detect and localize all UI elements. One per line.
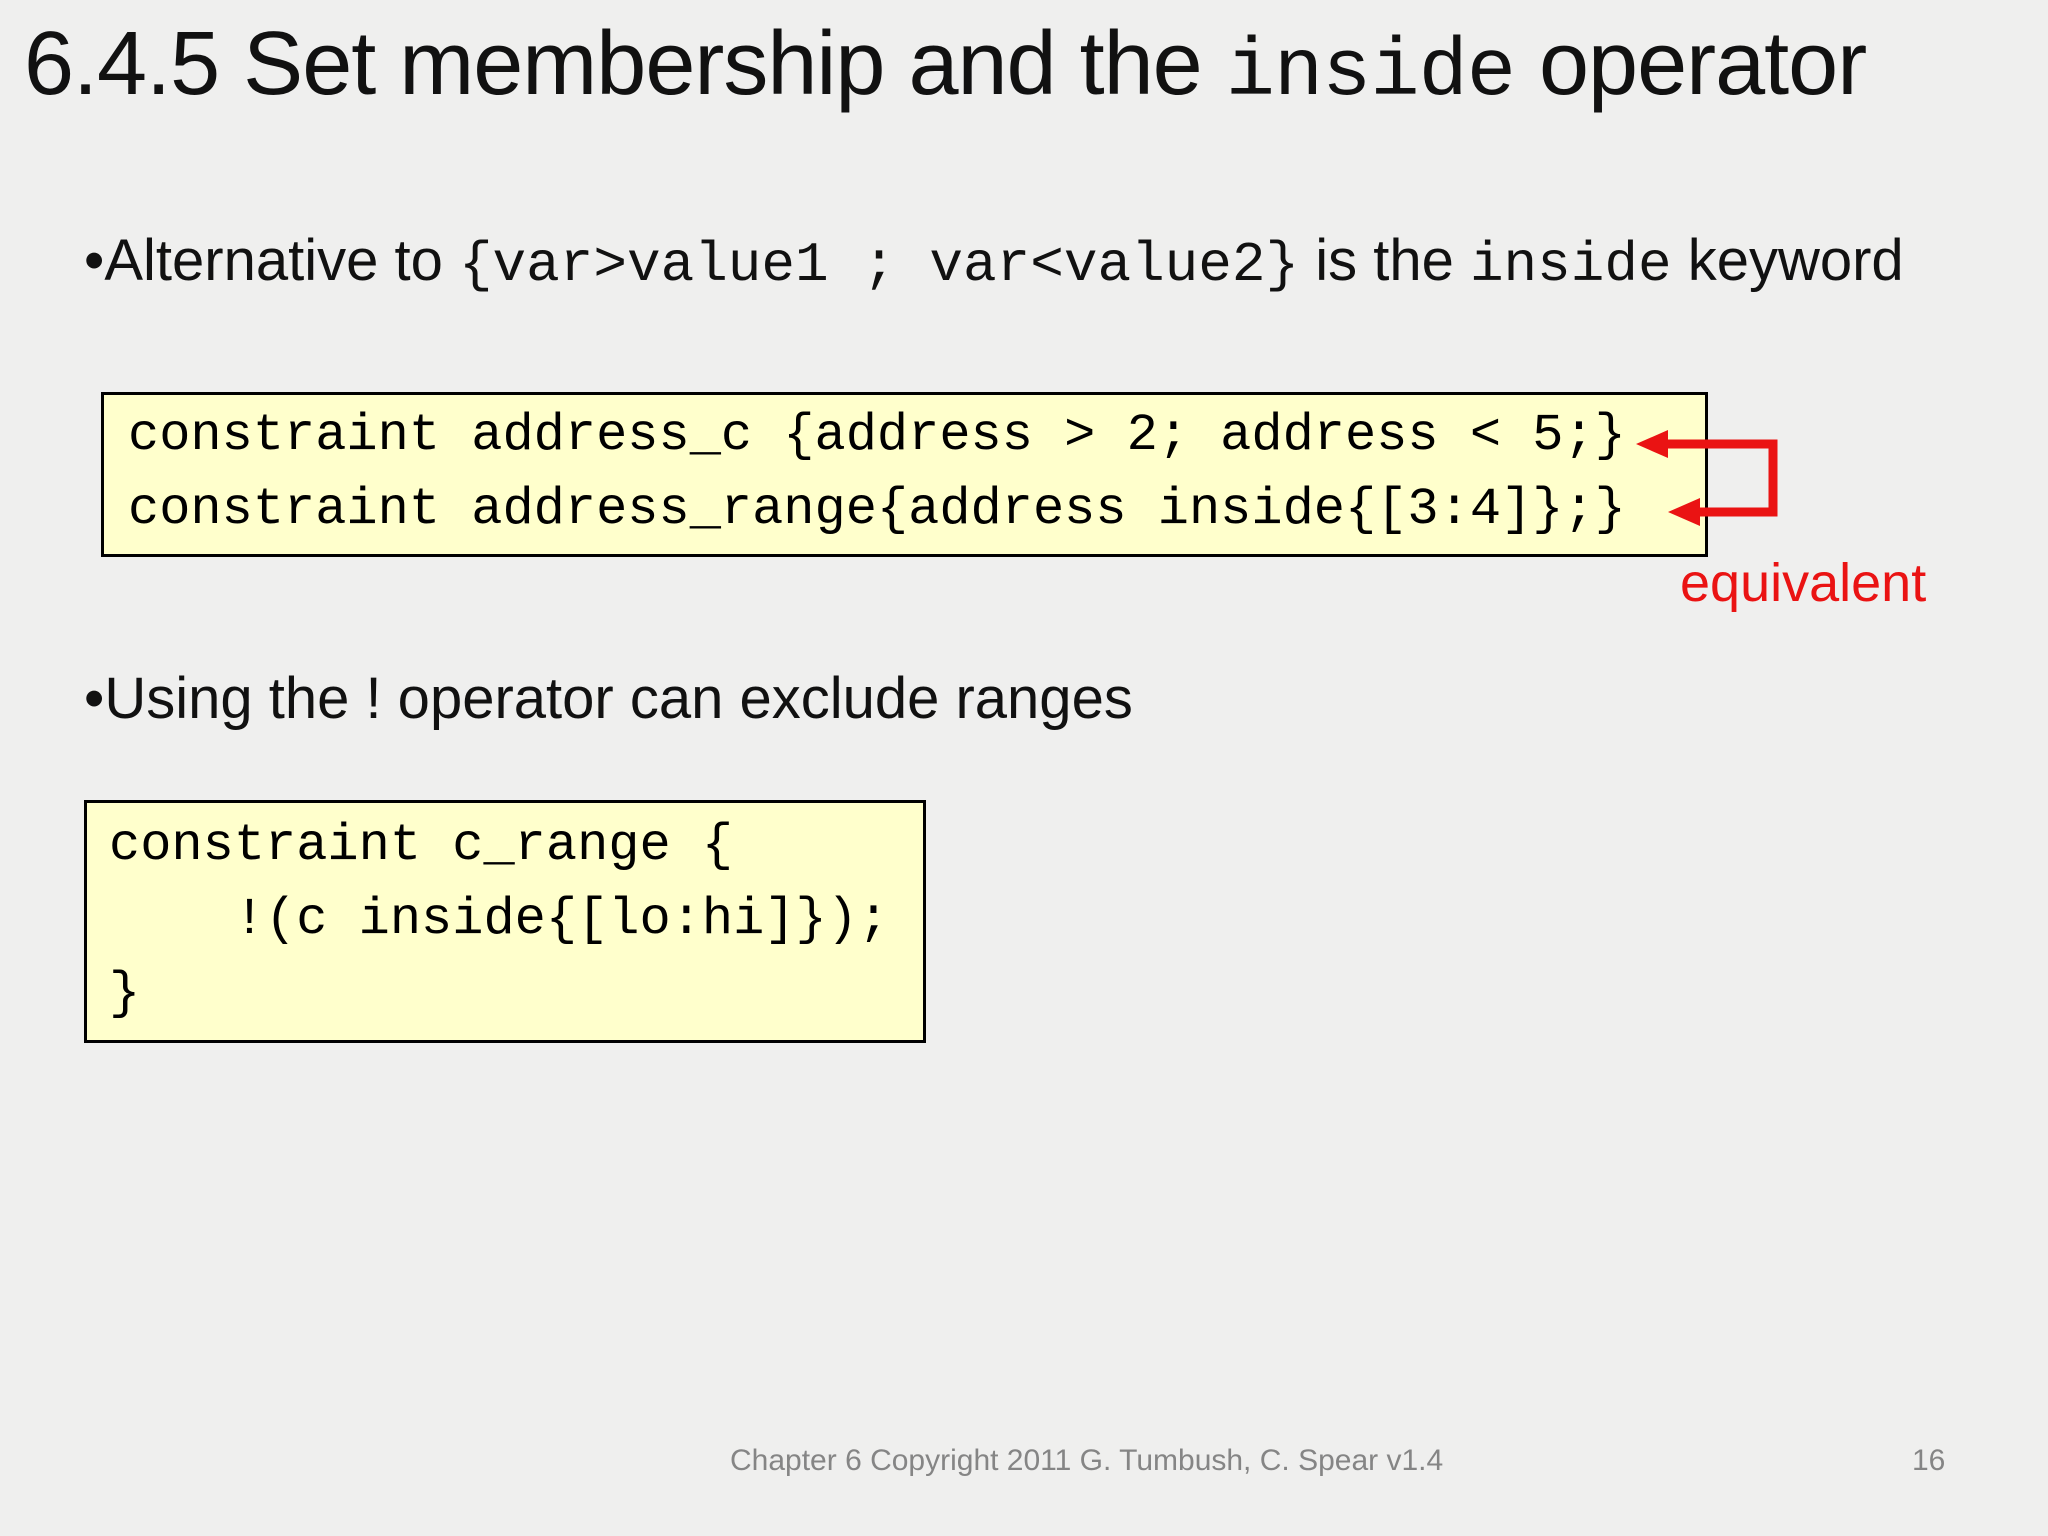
- code-block-address-constraints-text: constraint address_c {address > 2; addre…: [104, 395, 1705, 547]
- bullet-exclude-text: Using the ! operator can exclude ranges: [104, 666, 1133, 731]
- bullet-alternative: •Alternative to {var>value1 ; var<value2…: [84, 228, 1904, 298]
- title-text-before: 6.4.5 Set membership and the: [24, 14, 1226, 114]
- equivalent-label: equivalent: [1680, 553, 1927, 613]
- title-text-after: operator: [1514, 14, 1867, 114]
- bullet-alternative-text-1: Alternative to: [104, 228, 459, 293]
- code-line: constraint address_c {address > 2; addre…: [128, 406, 1626, 465]
- title-code-word: inside: [1225, 26, 1516, 119]
- equivalent-arrow-icon: [1636, 430, 1778, 526]
- code-block-address-constraints: constraint address_c {address > 2; addre…: [101, 392, 1708, 557]
- page-title: 6.4.5 Set membership and the inside oper…: [24, 10, 1867, 122]
- footer-page-number: 16: [1912, 1444, 1946, 1477]
- bullet-alternative-text-2: is the: [1299, 228, 1470, 293]
- code-line: !(c inside{[lo:hi]});: [109, 890, 890, 949]
- bullet-exclude: •Using the ! operator can exclude ranges: [84, 666, 1133, 732]
- bullet-alternative-text-3: keyword: [1671, 228, 1904, 293]
- code-block-exclude-range: constraint c_range { !(c inside{[lo:hi]}…: [84, 800, 926, 1043]
- code-block-exclude-range-text: constraint c_range { !(c inside{[lo:hi]}…: [87, 803, 923, 1031]
- bullet-marker: •: [84, 666, 105, 731]
- code-line: }: [109, 964, 141, 1023]
- code-line: constraint address_range{address inside{…: [128, 480, 1626, 539]
- footer-copyright: Chapter 6 Copyright 2011 G. Tumbush, C. …: [730, 1444, 1444, 1477]
- code-line: constraint c_range {: [109, 816, 734, 875]
- bullet-alternative-code-2: inside: [1469, 233, 1672, 297]
- bullet-marker: •: [84, 228, 105, 293]
- bullet-alternative-code-1: {var>value1 ; var<value2}: [458, 233, 1300, 297]
